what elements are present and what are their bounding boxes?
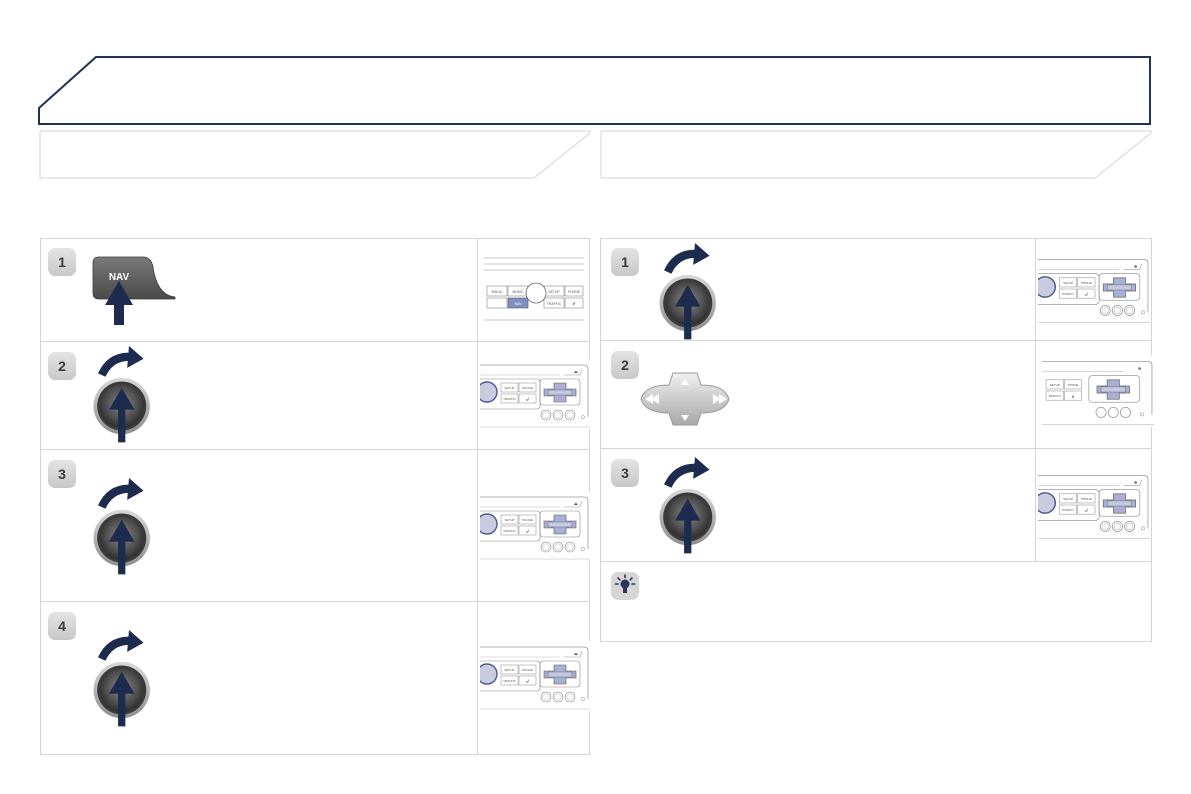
chapter-header [38,56,1151,125]
step-number-badge: 3 [48,460,76,488]
section-header-right [600,130,1152,179]
step-row: 2 [41,342,589,450]
radio-panel-image [480,490,590,562]
step-number-badge: 1 [48,248,76,276]
rotary-dial-icon [655,457,735,557]
step-number-badge: 2 [611,351,639,379]
svg-text:TRAFFIC: TRAFFIC [1048,394,1062,398]
step-row: 1 NAV [41,239,589,342]
section-header-left [39,130,591,179]
right-steps-panel: 1 2 ⏏ SETUP [600,238,1154,642]
step-number-badge: 4 [48,612,76,640]
left-steps-panel: 1 NAV 2 3 4 [40,238,590,755]
svg-text:PHONE: PHONE [1068,383,1079,387]
nav-button-icon: NAV [92,256,176,325]
tip-row [601,562,1151,641]
step-number-badge: 3 [611,459,639,487]
radio-panel-image [1038,253,1150,325]
radio-panel-image [484,249,584,331]
step-row: 2 ⏏ SETUP PHONE TRAFFIC ↲ [601,341,1154,449]
radio-panel-image [1038,469,1150,541]
direction-pad-icon [640,372,730,426]
radio-thumbnail [477,239,590,341]
radio-thumbnail [1035,239,1152,340]
radio-panel-image [480,358,590,430]
step-number-badge: 1 [611,248,639,276]
rotary-dial-icon [655,243,735,343]
step-row: 3 [41,450,589,602]
rotary-dial-icon [89,478,169,578]
radio-thumbnail: ⏏ SETUP PHONE TRAFFIC ↲ [1035,341,1154,448]
rotary-dial-icon [89,630,169,730]
lightbulb-icon [611,572,639,600]
radio-thumbnail [1035,449,1152,561]
svg-text:↲: ↲ [1071,394,1075,400]
radio-thumbnail [477,342,590,449]
svg-text:SETUP: SETUP [1050,383,1060,387]
rotary-dial-icon [89,346,169,446]
radio-thumbnail [477,602,590,754]
radio-panel-image: ⏏ SETUP PHONE TRAFFIC ↲ [1042,355,1154,427]
radio-thumbnail [477,450,590,601]
svg-text:⏏: ⏏ [1138,366,1142,371]
step-row: 1 [601,239,1151,341]
step-row: 3 [601,449,1151,562]
nav-button-label: NAV [109,272,130,283]
step-row: 4 [41,602,589,754]
step-number-badge: 2 [48,352,76,380]
radio-panel-image [480,640,590,712]
